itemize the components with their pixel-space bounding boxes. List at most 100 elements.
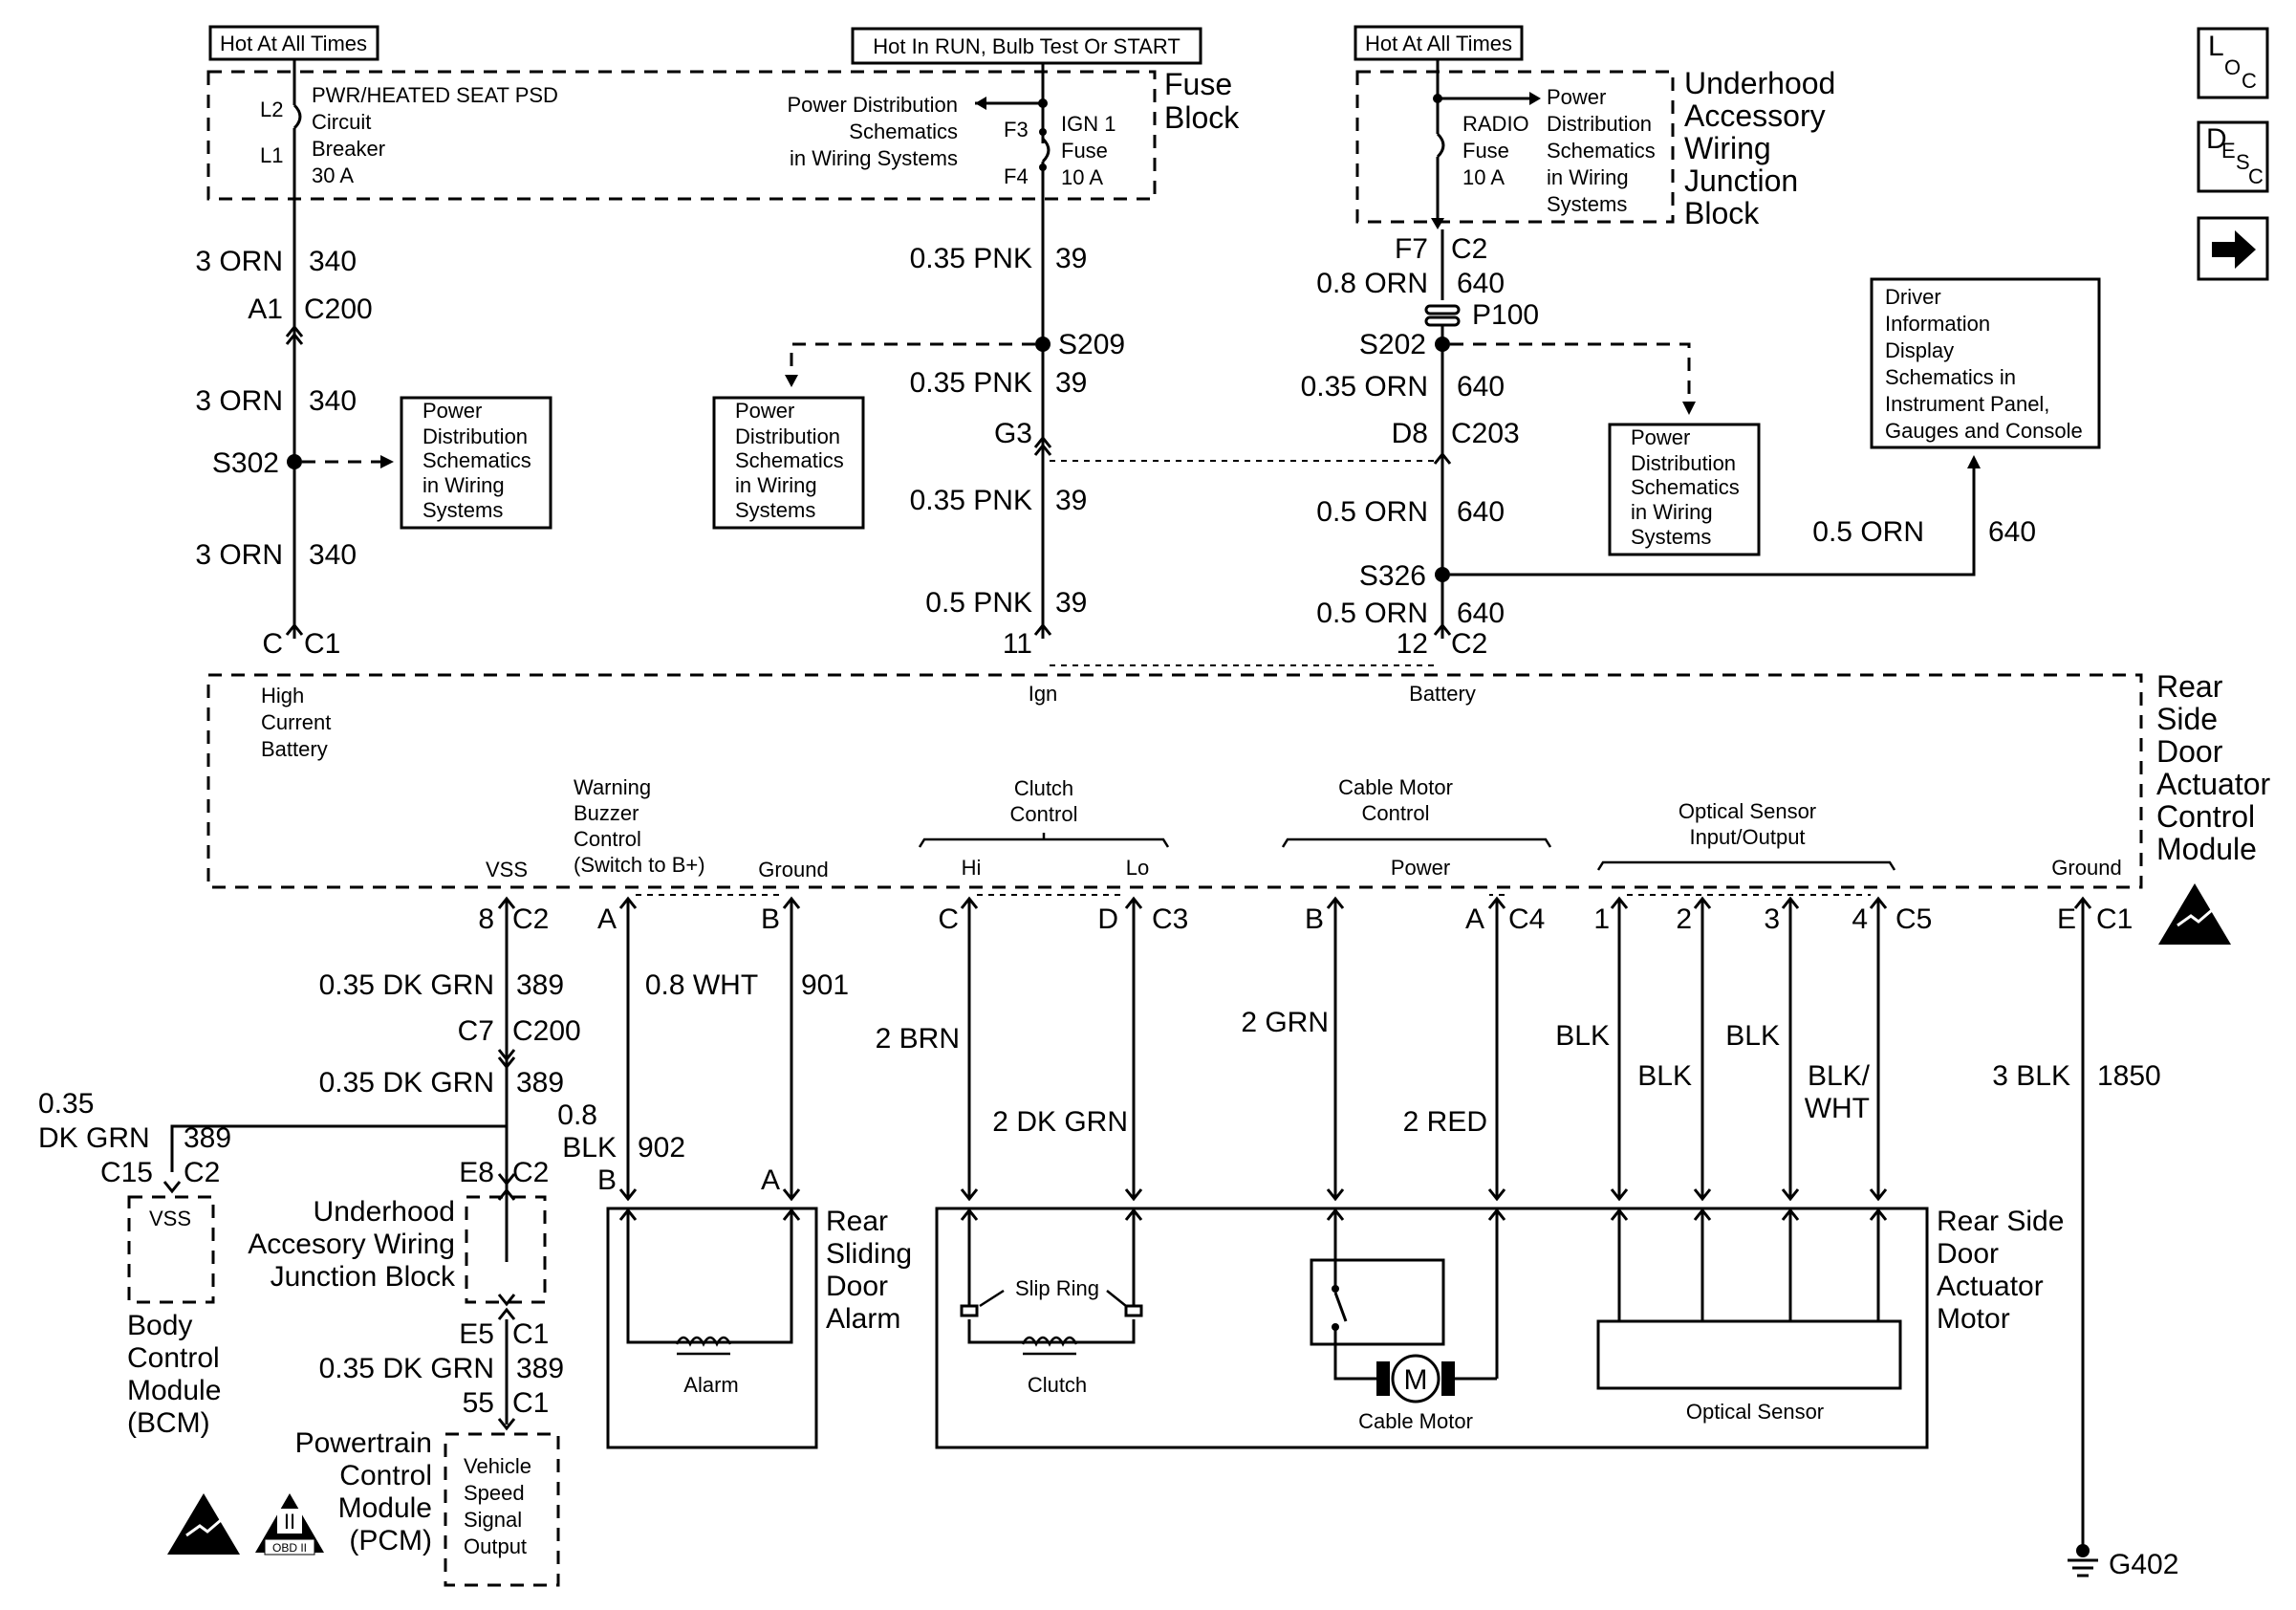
label-mid_column-w3_circ: 39 <box>1055 485 1087 516</box>
label-right_column-dic_text-1: Information <box>1885 312 1990 336</box>
label-underhood_block-fuse_text-2: 10 A <box>1462 165 1505 189</box>
label-components-obd_num: II <box>284 1510 295 1534</box>
label-lower_wires-brn: 2 BRN <box>876 1023 960 1055</box>
label-right_column-w5_gauge: 0.5 ORN <box>1812 516 1924 548</box>
label-left_column-splice: S302 <box>212 447 279 479</box>
label-components-pcm_vss-1: Speed <box>464 1481 525 1505</box>
label-components-pcm-1: Control <box>339 1460 432 1491</box>
label-fuse_block-title_1: Fuse <box>1164 67 1232 101</box>
label-lower_wires-c2: C2 <box>184 1157 220 1188</box>
label-module-title-4: Control <box>2156 799 2255 834</box>
label-nav-desc_d: D <box>2206 123 2227 155</box>
label-top_labels-hot_left: Hot At All Times <box>220 32 367 55</box>
label-right_column-dic_text-2: Display <box>1885 338 1954 362</box>
driver-info-display-ref: Driver Information Display Schematics in… <box>1870 277 2101 449</box>
label-pins-c2a: C2 <box>512 903 549 935</box>
label-left_column-w1_gauge: 3 ORN <box>195 246 283 277</box>
label-components-alarm: Alarm <box>683 1373 738 1397</box>
label-module-warning-0: Warning <box>574 775 651 799</box>
label-module-high_current-2: Battery <box>261 737 328 761</box>
motor-switch-box <box>1310 1258 1445 1346</box>
power-distribution-ref-right: Power Distribution Schematics in Wiring … <box>1608 423 1761 556</box>
label-components-optical_sensor: Optical Sensor <box>1686 1400 1824 1424</box>
rear-sliding-door-alarm: Alarm Rear Sliding Door Alarm <box>606 1206 912 1449</box>
label-components-actuator_motor-1: Door <box>1937 1238 1999 1270</box>
label-lower_wires-blk_g2: BLK <box>562 1132 617 1164</box>
obd-ii-icon: II OBD II <box>255 1493 324 1556</box>
label-underhood_block-title-1: Accessory <box>1684 98 1826 133</box>
label-module-title-3: Actuator <box>2156 767 2271 801</box>
esd-warning-icon-right <box>2158 883 2231 945</box>
label-components-motor_m: M <box>1404 1364 1428 1396</box>
label-underhood_block-title-2: Wiring <box>1684 131 1771 165</box>
label-left_column-ref_text-2: Schematics <box>422 448 531 472</box>
label-nav-desc_c: C <box>2248 164 2264 188</box>
label-lower_wires-e5: E5 <box>459 1318 494 1350</box>
label-fuse_block-ign_f3: F3 <box>1004 118 1029 141</box>
next-arrow-icon[interactable] <box>2197 216 2269 281</box>
label-right_column-w1_circ: 640 <box>1457 268 1505 299</box>
label-module-clutch-1: Control <box>1010 802 1078 826</box>
label-left_column-c200_pin: A1 <box>248 294 283 325</box>
label-lower_wires-blk3: BLK <box>1725 1020 1780 1052</box>
label-left_column-ref_text-1: Distribution <box>422 424 528 448</box>
label-left_column-w1_circ: 340 <box>309 246 357 277</box>
label-mid_column-w1_circ: 39 <box>1055 243 1087 274</box>
label-right_column-ref_text-0: Power <box>1631 425 1690 449</box>
label-mid_column-w2_gauge: 0.35 PNK <box>910 367 1032 399</box>
label-top_labels-hot_mid: Hot In RUN, Bulb Test Or START <box>873 34 1180 58</box>
label-pins-c3: C3 <box>1152 903 1188 935</box>
label-module-lo: Lo <box>1126 856 1149 880</box>
label-components-bcm_vss: VSS <box>149 1207 191 1230</box>
label-components-pcm-0: Powertrain <box>295 1427 432 1459</box>
label-right_column-dic_text-0: Driver <box>1885 285 1941 309</box>
label-module-hi: Hi <box>962 856 982 880</box>
label-right_column-ref_text-4: Systems <box>1631 525 1711 549</box>
label-lower_wires-wht_gauge: 0.8 WHT <box>645 969 758 1001</box>
power-distribution-ref-mid: Power Distribution Schematics in Wiring … <box>712 396 865 530</box>
body-control-module: VSS Body Control Module (BCM) <box>127 1195 221 1439</box>
alarm-coil-icon <box>675 1336 732 1347</box>
powertrain-control-module: Vehicle Speed Signal Output Powertrain C… <box>295 1427 560 1587</box>
label-module-ign: Ign <box>1029 682 1058 706</box>
label-underhood_block-ref_text-0: Power <box>1547 85 1606 109</box>
label-right_column-w3_circ: 640 <box>1457 496 1505 528</box>
label-pins-p3: 3 <box>1764 903 1780 935</box>
label-components-alarm_title-2: Door <box>826 1271 888 1302</box>
label-module-cable-1: Control <box>1362 801 1430 825</box>
label-components-bcm-0: Body <box>127 1310 192 1341</box>
label-lower_wires-vss_gauge: 0.35 DK GRN <box>319 969 494 1001</box>
label-lower_wires-red: 2 RED <box>1403 1106 1487 1138</box>
label-components-pcm_vss-3: Output <box>464 1534 527 1558</box>
label-right_column-pin: 12 <box>1397 628 1428 660</box>
label-right_column-w4_gauge: 0.5 ORN <box>1316 598 1428 629</box>
alarm-wires: 0.8 WHT 901 0.8 BLK 902 B A <box>557 899 849 1202</box>
module-pin-labels: 8 C2 A B C D C3 B A C4 1 2 3 4 C5 E C1 <box>478 903 2133 935</box>
label-fuse_block-ref_text-1: Schematics <box>849 120 958 143</box>
p100-connector <box>1424 304 1461 315</box>
loc-icon[interactable]: L O C <box>2197 27 2269 99</box>
label-lower_wires-bcm_circ: 389 <box>184 1122 231 1154</box>
label-pins-pE: E <box>2057 903 2076 935</box>
label-lower_wires-bcm_g2: DK GRN <box>38 1122 150 1154</box>
label-mid_column-w4_circ: 39 <box>1055 587 1087 619</box>
label-right_column-f7: F7 <box>1395 233 1428 265</box>
label-lower_wires-g402: G402 <box>2109 1549 2178 1580</box>
desc-icon[interactable]: D E S C <box>2197 120 2269 193</box>
label-components-pcm_vss-2: Signal <box>464 1508 522 1532</box>
label-right_column-dic_text-5: Gauges and Console <box>1885 419 2083 443</box>
label-fuse_block-ign_text-1: Fuse <box>1061 139 1108 163</box>
label-pins-pA: A <box>597 903 617 935</box>
label-mid_column-w2_circ: 39 <box>1055 367 1087 399</box>
label-components-pcm_vss-0: Vehicle <box>464 1454 531 1478</box>
label-module-optical-0: Optical Sensor <box>1679 799 1816 823</box>
label-pins-c1: C1 <box>2096 903 2133 935</box>
label-module-title-0: Rear <box>2156 669 2223 704</box>
left-feed-wire: 3 ORN 340 A1 C200 3 ORN 340 S302 3 ORN 3… <box>195 158 394 660</box>
clutch-coil-icon <box>1021 1336 1078 1347</box>
hot-at-all-times-left: Hot At All Times <box>208 25 379 61</box>
label-components-actuator_motor-2: Actuator <box>1937 1271 2044 1302</box>
label-mid_column-ref_text-3: in Wiring <box>735 473 817 497</box>
label-mid_column-splice: S209 <box>1058 329 1125 360</box>
